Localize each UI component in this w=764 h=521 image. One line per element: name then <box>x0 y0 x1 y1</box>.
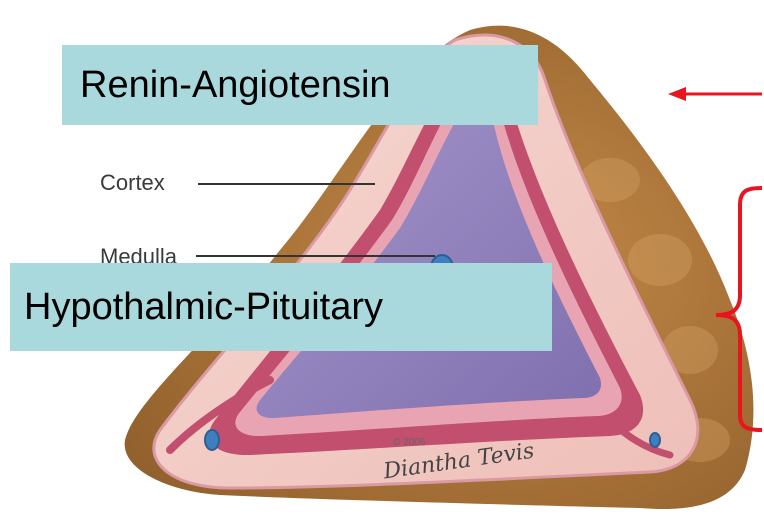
vessel-right <box>650 433 660 447</box>
copyright-text: © 2006 <box>393 437 425 448</box>
hypothalamic-pituitary-label: Hypothalmic-Pituitary <box>10 263 552 351</box>
vessel-left <box>205 430 219 450</box>
cortex-label: Cortex <box>100 170 165 196</box>
left-arrow-icon <box>668 87 762 101</box>
renin-angiotensin-label: Renin-Angiotensin <box>62 45 538 125</box>
medulla-label: Medulla <box>100 244 177 263</box>
